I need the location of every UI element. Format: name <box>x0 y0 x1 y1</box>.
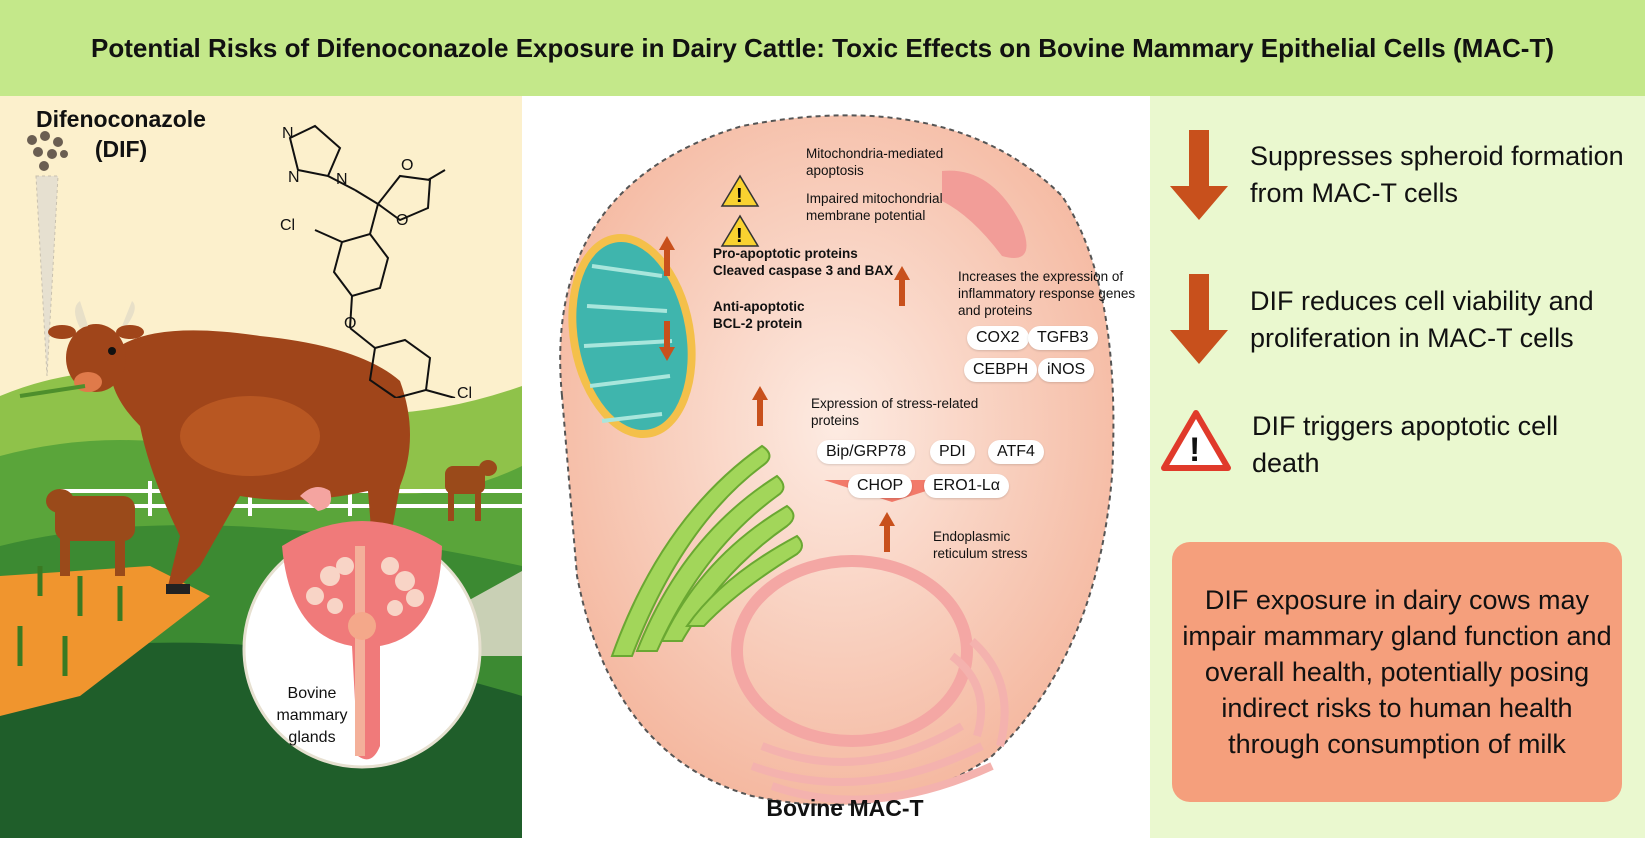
marker-atf4: ATF4 <box>988 440 1044 464</box>
warning-text-2: Impaired mitochondrial membrane potentia… <box>806 191 943 223</box>
marker-cox2: COX2 <box>967 326 1029 350</box>
distant-cow <box>445 460 497 521</box>
up-arrow-icon <box>894 266 910 306</box>
atom-n1: N <box>282 125 294 142</box>
nucleus <box>731 555 973 747</box>
compound-label: Difenoconazole (DIF) <box>26 104 216 164</box>
stress-text: Expression of stress-related proteins <box>811 396 979 428</box>
pro-apoptotic-line2: Cleaved caspase 3 and BAX <box>713 263 894 278</box>
marker-tgfb3: TGFB3 <box>1028 326 1098 350</box>
svg-text:!: ! <box>736 185 743 207</box>
marker-ero1: ERO1-Lα <box>924 474 1010 498</box>
atom-o3: O <box>344 315 356 332</box>
atom-cl1: Cl <box>280 217 295 234</box>
conclusion-box: DIF exposure in dairy cows may impair ma… <box>1172 542 1622 802</box>
difenoconazole-structure: N N N O O Cl O Cl <box>280 124 472 398</box>
down-arrow-icon <box>659 321 675 361</box>
compound-name: Difenoconazole <box>36 106 206 132</box>
figure-title: Potential Risks of Difenoconazole Exposu… <box>90 32 1555 63</box>
warning-text-1: Mitochondria-mediated apoptosis <box>806 146 944 178</box>
compound-abbrev: (DIF) <box>94 136 148 162</box>
finding-1: Suppresses spheroid formation from MAC-T… <box>1250 141 1624 208</box>
pesticide-particles <box>27 131 68 171</box>
mitochondrion <box>568 233 696 439</box>
anti-apoptotic-line2: BCL-2 protein <box>713 316 803 331</box>
spray-cone <box>35 175 59 377</box>
marker-inos: iNOS <box>1038 358 1095 382</box>
er-stress-text: Endoplasmic reticulum stress <box>933 529 1028 561</box>
anti-apoptotic-line1: Anti-apoptotic <box>713 299 805 314</box>
warning-icon: ! <box>720 174 760 207</box>
crop-field <box>0 566 210 716</box>
finding-icons: ! <box>1161 130 1231 471</box>
dairy-cow <box>19 301 410 594</box>
endoplasmic-reticulum <box>750 638 1009 804</box>
marker-chop: CHOP <box>848 474 913 498</box>
finding-3: DIF triggers apoptotic cell death <box>1252 411 1559 478</box>
atom-n3: N <box>288 169 300 186</box>
atom-n2: N <box>336 171 348 188</box>
svg-text:!: ! <box>736 225 743 247</box>
inflammatory-text: Increases the expression of inflammatory… <box>958 269 1136 318</box>
finding-2: DIF reduces cell viability and prolifera… <box>1250 286 1594 353</box>
gland-label: Bovine mammary glands <box>276 685 348 746</box>
up-arrow-icon <box>659 236 675 276</box>
atom-o1: O <box>401 157 413 174</box>
mammary-gland-illustration <box>282 521 442 760</box>
calf <box>46 489 135 576</box>
up-arrow-icon <box>879 512 895 552</box>
marker-cebph: CEBPH <box>964 358 1038 382</box>
marker-pdi: PDI <box>930 440 975 464</box>
crop-plants <box>17 566 123 676</box>
down-arrow-icon <box>1170 274 1228 364</box>
golgi-apparatus <box>610 444 803 657</box>
atom-cl2: Cl <box>457 385 472 398</box>
warning-icon: ! <box>1161 410 1231 471</box>
down-arrow-icon <box>1170 130 1228 220</box>
conclusion-text: DIF exposure in dairy cows may impair ma… <box>1182 585 1612 759</box>
pro-apoptotic-line1: Pro-apoptotic proteins <box>713 246 858 261</box>
svg-text:!: ! <box>1189 431 1200 469</box>
cell-caption: Bovine MAC-T <box>766 795 924 821</box>
vesicle <box>942 170 1027 258</box>
up-arrow-icon <box>752 386 768 426</box>
warning-icon: ! <box>720 214 760 247</box>
left-panel: N N N O O Cl O Cl Difenoconazole (DIF) <box>0 96 522 838</box>
farm-scene <box>0 131 522 838</box>
title-bar: Potential Risks of Difenoconazole Exposu… <box>0 0 1645 96</box>
atom-o2: O <box>396 212 408 229</box>
marker-bip-grp78: Bip/GRP78 <box>817 440 916 464</box>
